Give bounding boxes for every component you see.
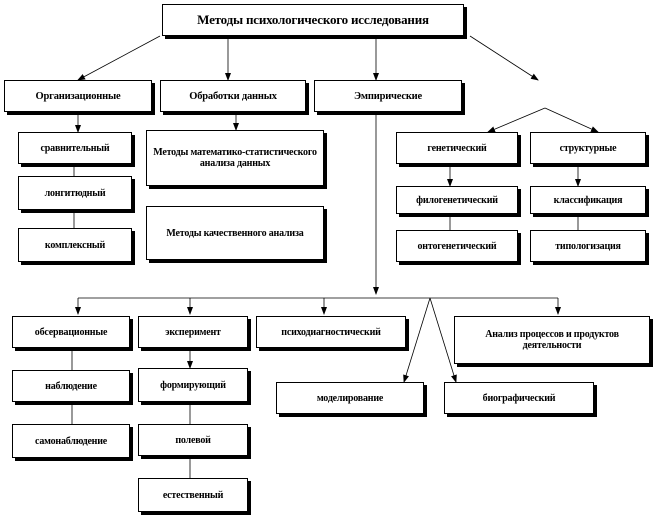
node-modeling: моделирование [276, 382, 424, 414]
node-empirical: Эмпирические [314, 80, 462, 112]
arrow-title-to-organizational [77, 35, 161, 81]
node-title: Методы психологического исследования [162, 4, 464, 36]
node-typology: типологизация [530, 230, 646, 262]
node-psychodiagnostic: психодиагностический [256, 316, 406, 348]
node-observation: наблюдение [12, 370, 130, 402]
node-qualitative-analysis: Методы качественного анализа [146, 206, 324, 260]
arrow-to-modeling [403, 297, 431, 383]
node-comparative: сравнительный [18, 132, 132, 164]
node-biographical: биографический [444, 382, 594, 414]
node-organizational: Организационные [4, 80, 152, 112]
node-classification: классификация [530, 186, 646, 214]
node-formative: формирующий [138, 368, 248, 402]
node-phylogenetic: филогенетический [396, 186, 518, 214]
node-field: полевой [138, 424, 248, 456]
node-structural: структурные [530, 132, 646, 164]
node-self-observation: самонаблюдение [12, 424, 130, 458]
arrow-to-biographical [429, 297, 457, 383]
node-ontogenetic: онтогенетический [396, 230, 518, 262]
node-genetic: генетический [396, 132, 518, 164]
node-complex: комплексный [18, 228, 132, 262]
node-processing: Обработки данных [160, 80, 306, 112]
node-natural: естественный [138, 478, 248, 512]
node-longitudinal: лонгитюдный [18, 176, 132, 210]
node-activity-analysis: Анализ процессов и продуктов деятельност… [454, 316, 650, 364]
node-experiment: эксперимент [138, 316, 248, 348]
arrow-title-to-interpretive [469, 35, 539, 81]
line-interpretive-left [487, 107, 546, 133]
node-math-stat-analysis: Методы математико-статистического анализ… [146, 130, 324, 186]
line-interpretive-right [544, 107, 599, 133]
node-observational: обсервационные [12, 316, 130, 348]
